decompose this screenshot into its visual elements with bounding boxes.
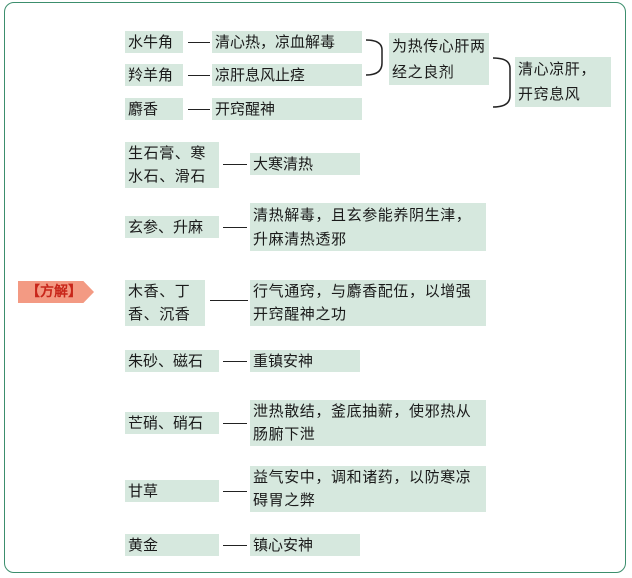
herb-box-muxiang: 木香、丁香、沉香: [125, 280, 205, 326]
connector-line: [210, 300, 248, 301]
connector-line: [223, 361, 247, 362]
herb-box-shuiniujiao: 水牛角: [125, 31, 183, 53]
summary-box: 清心凉肝，开窍息风: [515, 57, 611, 107]
connector-line: [188, 75, 210, 76]
herb-box-mangxiao: 芒硝、硝石: [125, 412, 219, 434]
effect-box-mangxiao: 泄热散结，釜底抽薪，使邪热从肠腑下泄: [250, 400, 486, 446]
combined-effect-box: 为热传心肝两经之良剂: [389, 33, 489, 85]
connector-line: [223, 227, 247, 228]
connector-line: [223, 491, 247, 492]
effect-box-muxiang: 行气通窍，与麝香配伍，以增强开窍醒神之功: [250, 280, 486, 326]
effect-box-zhusha: 重镇安神: [250, 350, 360, 372]
herb-box-shigao: 生石膏、寒水石、滑石: [125, 142, 219, 188]
herb-box-zhusha: 朱砂、磁石: [125, 350, 219, 372]
effect-box-xuanshen: 清热解毒，且玄参能养阴生津，升麻清热透邪: [250, 203, 486, 251]
herb-box-xuanshen: 玄参、升麻: [125, 216, 219, 238]
effect-box-shuiniujiao: 清心热，凉血解毒: [212, 31, 362, 53]
connector-line: [188, 109, 210, 110]
effect-box-shexiang: 开窍醒神: [212, 98, 362, 120]
herb-box-huangjin: 黄金: [125, 534, 219, 556]
connector-line: [188, 42, 210, 43]
section-badge: 【方解】: [18, 281, 94, 303]
effect-box-gancao: 益气安中，调和诸药，以防寒凉碍胃之弊: [250, 466, 486, 512]
connector-line: [223, 545, 247, 546]
effect-box-lingyangjiao: 凉肝息风止痉: [212, 64, 362, 86]
connector-line: [223, 164, 247, 165]
effect-box-shigao: 大寒清热: [250, 153, 360, 175]
effect-box-huangjin: 镇心安神: [250, 534, 360, 556]
herb-box-shexiang: 麝香: [125, 98, 183, 120]
connector-line: [223, 423, 247, 424]
herb-box-gancao: 甘草: [125, 480, 219, 502]
herb-box-lingyangjiao: 羚羊角: [125, 64, 183, 86]
